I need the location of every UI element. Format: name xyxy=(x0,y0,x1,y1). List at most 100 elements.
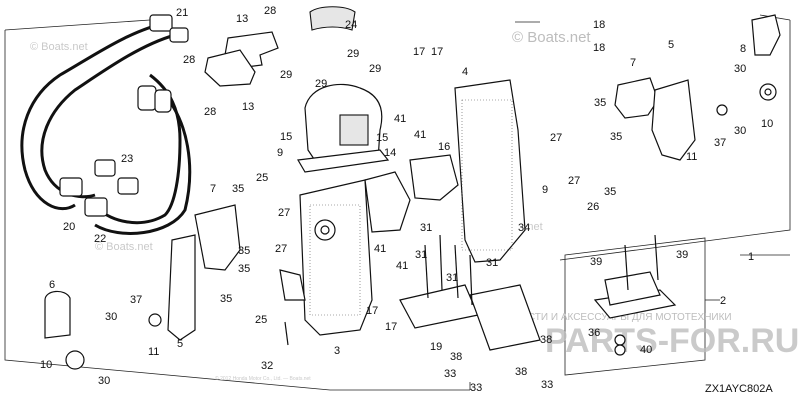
callout-label: 29 xyxy=(347,48,359,60)
callout-label: 27 xyxy=(278,207,290,219)
callout-label: 6 xyxy=(49,279,55,291)
callout-label: 18 xyxy=(593,42,605,54)
callout-label: 13 xyxy=(236,13,248,25)
callout-label: 39 xyxy=(590,256,602,268)
callout-label: 35 xyxy=(238,245,250,257)
callout-label: 30 xyxy=(734,125,746,137)
callout-label: 33 xyxy=(470,382,482,394)
control-box-housing-3 xyxy=(279,179,373,336)
callout-label: 17 xyxy=(413,46,425,58)
callout-label: 23 xyxy=(121,153,133,165)
callout-label: 35 xyxy=(604,186,616,198)
callout-label: 11 xyxy=(686,151,697,163)
callout-label: 4 xyxy=(462,66,468,78)
callout-label: 41 xyxy=(374,243,386,255)
callout-label: 30 xyxy=(734,63,746,75)
callout-label: 31 xyxy=(446,272,458,284)
lever-assembly-right xyxy=(614,14,781,161)
callout-label: 24 xyxy=(345,19,357,31)
callout-label: 28 xyxy=(264,5,276,17)
sub-assembly-box xyxy=(564,237,720,376)
bracket-13 xyxy=(204,31,279,87)
callout-label: 21 xyxy=(176,7,188,19)
callout-label: 34 xyxy=(518,222,530,234)
plate-16 xyxy=(409,154,459,201)
callout-label: 35 xyxy=(220,293,232,305)
watermark-boats: © Boats.net xyxy=(512,29,591,46)
callout-label: 37 xyxy=(714,137,726,149)
callout-label: 10 xyxy=(40,359,52,371)
callout-label: 17 xyxy=(366,305,378,317)
watermark-corner-boats: © Boats.net xyxy=(30,41,88,53)
callout-label: 27 xyxy=(568,175,580,187)
callout-label: 1 xyxy=(748,251,754,263)
callout-label: 15 xyxy=(280,131,292,143)
callout-label: 35 xyxy=(238,263,250,275)
cover-24 xyxy=(309,6,356,31)
lever-assembly-left xyxy=(44,204,241,370)
rear-cover-4 xyxy=(454,79,526,263)
cable-harness xyxy=(20,14,192,235)
callout-label: 41 xyxy=(394,113,406,125)
callout-label: 15 xyxy=(376,132,388,144)
callout-label: 11 xyxy=(148,346,159,358)
callout-label: 28 xyxy=(204,106,216,118)
callout-labels: 1 2 3 4 5 5 6 7 7 8 9 9 10 10 11 11 13 1… xyxy=(40,5,773,394)
callout-label: 35 xyxy=(610,131,622,143)
bolts xyxy=(284,234,659,346)
callout-label: 7 xyxy=(630,57,636,69)
callout-label: 29 xyxy=(369,63,381,75)
callout-label: 25 xyxy=(255,314,267,326)
callout-label: 28 xyxy=(183,54,195,66)
callout-label: 31 xyxy=(415,249,427,261)
callout-label: 16 xyxy=(438,141,450,153)
callout-label: 37 xyxy=(130,294,142,306)
callout-label: 9 xyxy=(277,147,283,159)
callout-label: 35 xyxy=(594,97,606,109)
watermark-corner-boats-2: © Boats.net xyxy=(95,241,153,253)
diagram-code: ZX1AYC802A xyxy=(705,383,773,395)
callout-label: 30 xyxy=(105,311,117,323)
callout-label: 31 xyxy=(420,222,432,234)
throttle-unit-2 xyxy=(593,271,677,356)
callout-label: 7 xyxy=(210,183,216,195)
callout-label: 35 xyxy=(232,183,244,195)
callout-label: 19 xyxy=(430,341,442,353)
callout-label: 32 xyxy=(261,360,273,372)
callout-label: 30 xyxy=(98,375,110,387)
bracket-mechanism xyxy=(364,171,411,233)
callout-label: 36 xyxy=(588,327,600,339)
callout-label: 31 xyxy=(486,257,498,269)
callout-label: 10 xyxy=(761,118,773,130)
callout-label: 20 xyxy=(63,221,75,233)
callout-label: 17 xyxy=(385,321,397,333)
callout-label: 40 xyxy=(640,344,652,356)
callout-label: 18 xyxy=(593,19,605,31)
callout-label: 9 xyxy=(542,184,548,196)
callout-label: 38 xyxy=(515,366,527,378)
housing-cover-14 xyxy=(297,83,390,173)
callout-label: 26 xyxy=(587,201,599,213)
callout-label: 33 xyxy=(444,368,456,380)
callout-label: 38 xyxy=(450,351,462,363)
copyright-line: © 2012 Honda Motor Co., Ltd. — Boats.net xyxy=(215,375,311,382)
callout-label: 29 xyxy=(280,69,292,81)
callout-label: 27 xyxy=(275,243,287,255)
callout-label: 5 xyxy=(668,39,674,51)
callout-label: 5 xyxy=(177,338,183,350)
callout-label: 22 xyxy=(94,233,106,245)
callout-label: 13 xyxy=(242,101,254,113)
callout-label: 17 xyxy=(431,46,443,58)
watermark-russian-site: PARTS-FOR.RU xyxy=(545,322,799,360)
callout-label: 38 xyxy=(540,334,552,346)
callout-label: 2 xyxy=(720,295,726,307)
callout-label: 39 xyxy=(676,249,688,261)
gasket-plates-19 xyxy=(399,284,541,351)
callout-label: 3 xyxy=(334,345,340,357)
callout-label: 14 xyxy=(384,147,396,159)
callout-label: 33 xyxy=(541,379,553,391)
callout-label: 41 xyxy=(396,260,408,272)
callout-label: 8 xyxy=(740,43,746,55)
callout-label: 25 xyxy=(256,172,268,184)
